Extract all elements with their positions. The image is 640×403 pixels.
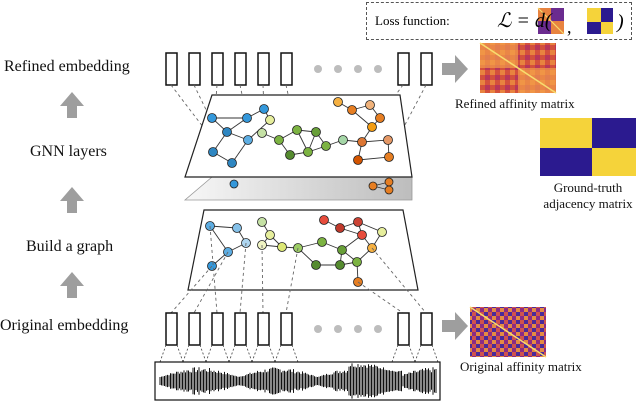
build-graph-label: Build a graph: [26, 238, 114, 255]
loss-function-label: Loss function:: [375, 13, 450, 28]
initial-graph-plane: [187, 209, 419, 291]
right-arrow-icon: [442, 55, 468, 83]
mini-affinity-matrix: [537, 7, 565, 35]
refined-embedding-vectors: [165, 52, 433, 86]
refined-graph-plane: [184, 94, 413, 178]
original-embedding-label: Original embedding: [0, 317, 129, 334]
refined-embedding-label: Refined embedding: [4, 58, 130, 75]
refined-affinity-matrix: [479, 42, 557, 94]
window-connectors: [159, 344, 439, 363]
ellipsis-dots: [314, 65, 382, 73]
ground-truth-label-1: Ground-truth: [553, 180, 623, 195]
refined-affinity-label: Refined affinity matrix: [455, 96, 575, 111]
shadow-layer-nodes: [229, 177, 394, 195]
ground-truth-matrix: [540, 118, 636, 176]
up-arrow-icon: [60, 92, 84, 118]
loss-formula: ℒ = d(: [497, 8, 552, 33]
loss-function-box: Loss function: ℒ = d( , ): [366, 2, 632, 40]
refined-graph-nodes: [207, 97, 394, 168]
up-arrow-icon: [60, 272, 84, 298]
loss-formula-left: ℒ = d(: [497, 10, 552, 32]
gnn-layers-label: GNN layers: [30, 143, 107, 160]
original-embedding-vectors: [165, 312, 433, 346]
waveform-icon: [159, 363, 437, 399]
mini-ground-truth-matrix: [587, 8, 613, 34]
up-arrow-icon: [60, 187, 84, 213]
ellipsis-dots: [314, 325, 382, 333]
ground-truth-label-2: adjacency matrix: [543, 196, 633, 211]
loss-comma: ,: [567, 17, 572, 37]
graph-plane-shadow: [183, 176, 413, 201]
loss-close: ): [617, 11, 624, 33]
original-affinity-matrix: [469, 306, 547, 358]
original-connectors: [170, 225, 427, 314]
original-affinity-label: Original affinity matrix: [460, 359, 582, 374]
right-arrow-icon: [442, 312, 468, 340]
